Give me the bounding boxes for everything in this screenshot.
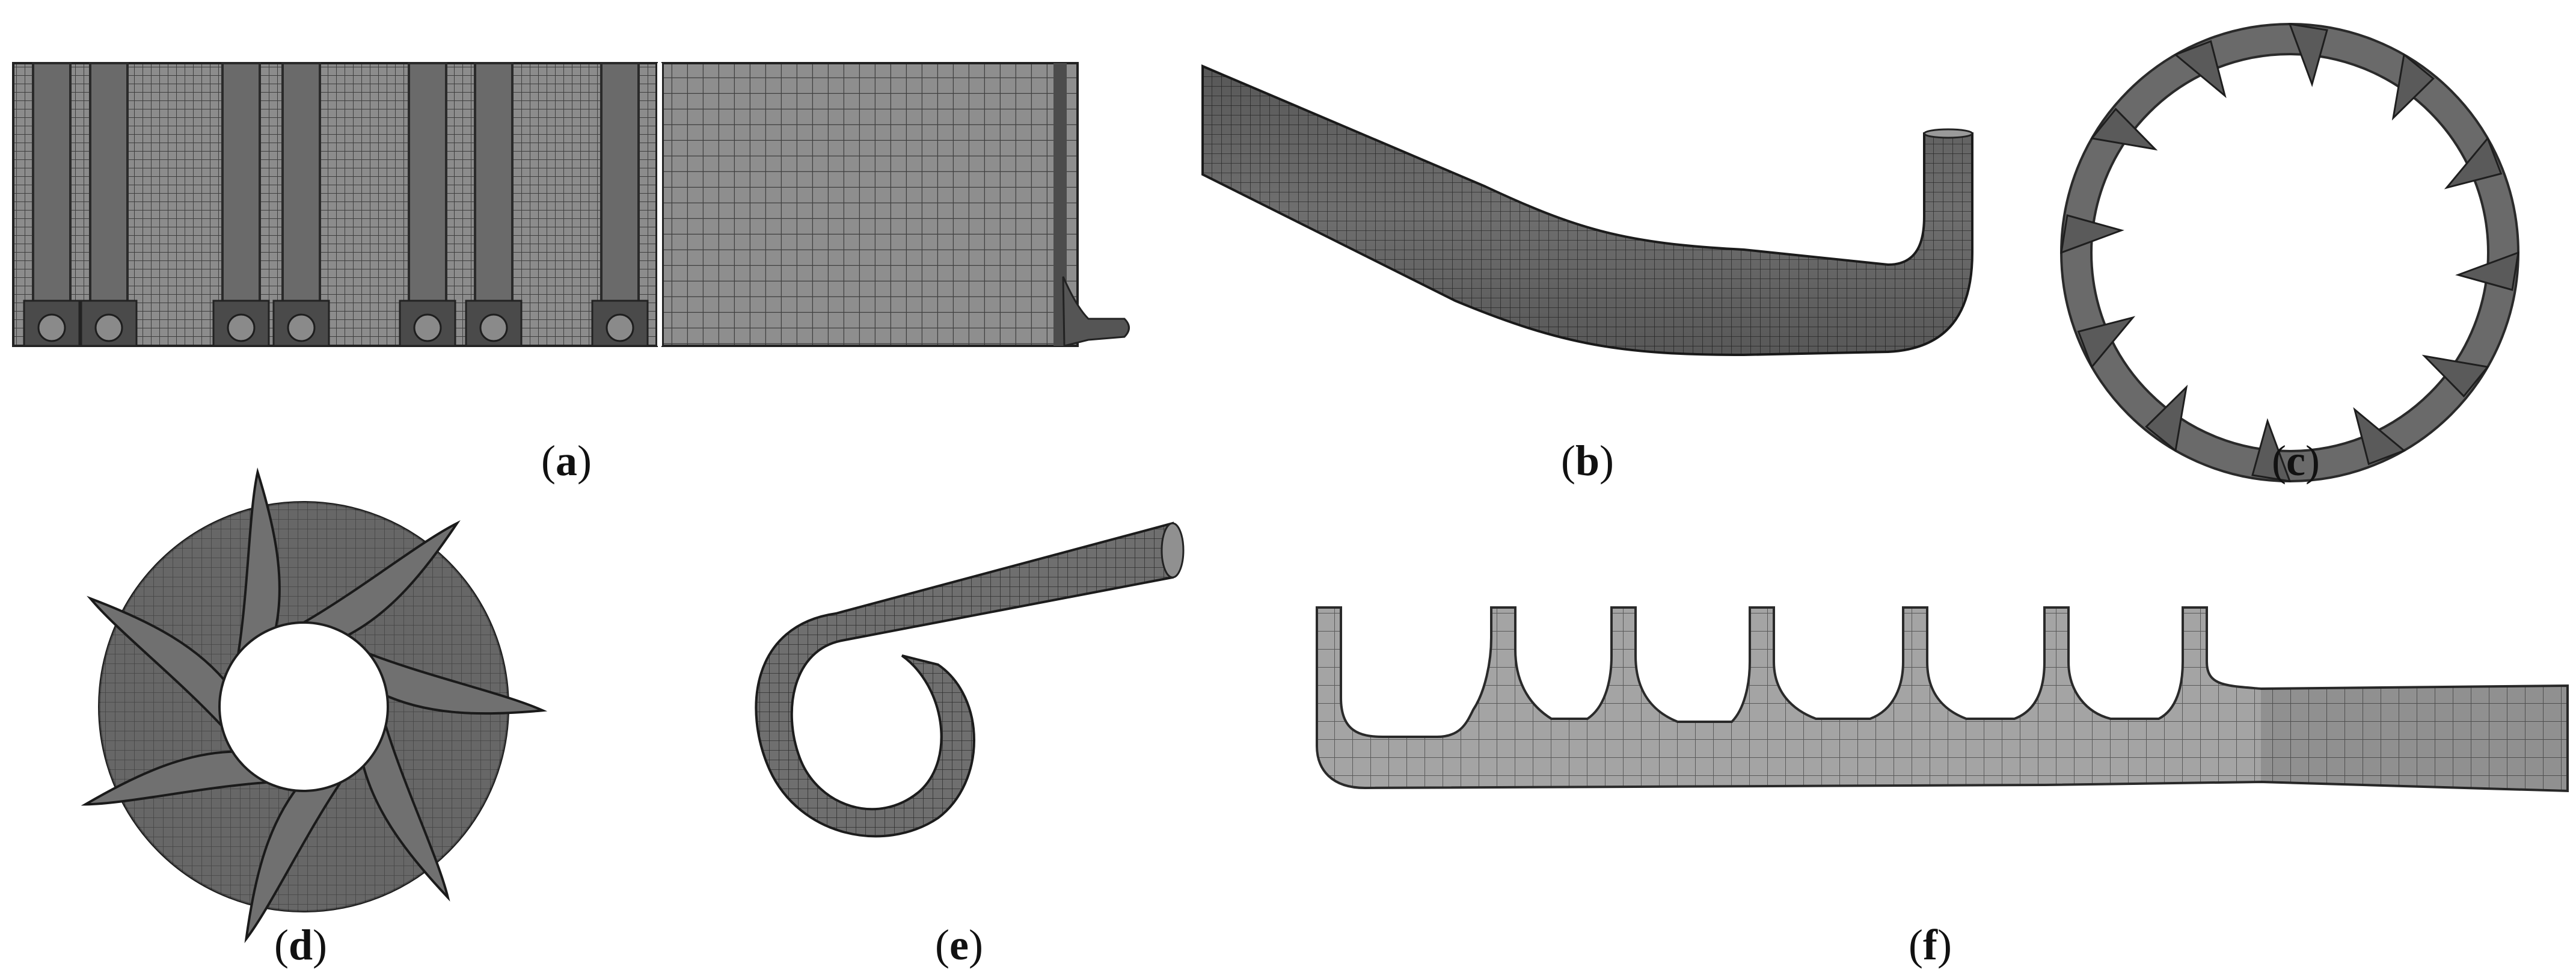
panel-b-inlet-pipe [1201,64,1973,357]
caption-b-letter: b [1575,437,1600,485]
caption-a-letter: a [556,437,577,485]
panel-d-impeller [81,467,548,944]
caption-f-letter: f [1923,921,1937,969]
caption-e: (e) [935,921,983,969]
panel-f-outlet-manifold [1316,606,2569,793]
caption-b: (b) [1560,437,1615,485]
suction-columns [32,62,640,317]
caption-c: (c) [2272,437,2320,485]
impeller-blades [81,467,548,944]
panel-a-sump-mesh [12,62,1130,347]
caption-e-letter: e [949,921,969,969]
panel-c-guide-vane-ring [2060,23,2519,482]
caption-c-letter: c [2286,437,2305,485]
guide-vanes [2060,23,2519,482]
caption-d-letter: d [288,921,313,969]
panel-e-volute [755,521,1185,838]
bell-openings [37,313,634,342]
caption-f: (f) [1909,921,1952,969]
caption-a: (a) [541,437,592,485]
caption-d: (d) [274,921,328,969]
